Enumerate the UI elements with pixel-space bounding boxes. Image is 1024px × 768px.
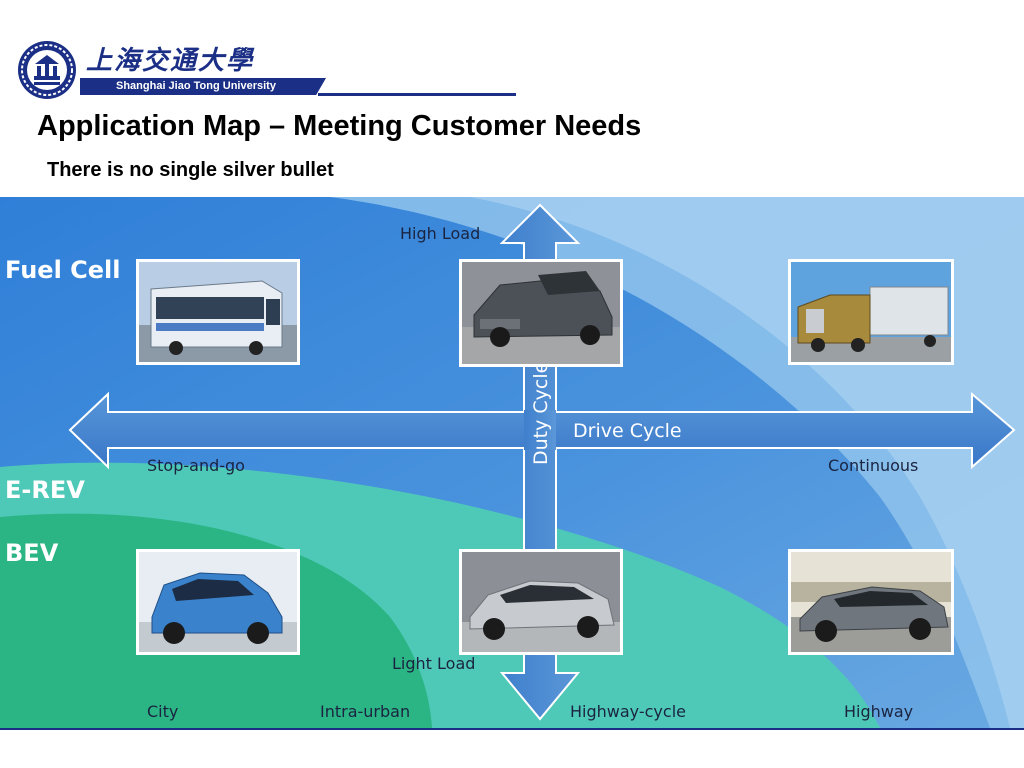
extended-range-sedan-photo — [459, 549, 623, 655]
application-map-diagram: Fuel Cell E-REV BEV High Load Light Load… — [0, 197, 1024, 728]
zone-label-erev: E-REV — [5, 476, 85, 504]
axis-label-drive-cycle: Drive Cycle — [573, 420, 682, 442]
highway-sedan-photo — [788, 549, 954, 655]
duty-cycle-arrow — [499, 203, 581, 721]
scale-label-highway: Highway — [844, 702, 913, 721]
zone-label-bev: BEV — [5, 539, 59, 567]
footer-rule — [0, 728, 1024, 730]
small-hatchback-photo — [136, 549, 300, 655]
university-name-banner — [80, 78, 326, 95]
axis-label-light-load: Light Load — [392, 654, 475, 673]
page-title: Application Map – Meeting Customer Needs — [37, 110, 642, 142]
scale-label-city: City — [147, 702, 178, 721]
bus-photo — [136, 259, 300, 365]
semi-truck-photo — [788, 259, 954, 365]
university-emblem-icon — [18, 41, 76, 99]
zone-label-fuel-cell: Fuel Cell — [5, 256, 121, 284]
pickup-truck-photo — [459, 259, 623, 367]
axis-label-duty-cycle: Duty Cycle — [530, 362, 552, 465]
scale-label-intra-urban: Intra-urban — [320, 702, 410, 721]
axis-label-continuous: Continuous — [828, 456, 918, 475]
university-name-english: Shanghai Jiao Tong University — [116, 80, 276, 92]
axis-label-high-load: High Load — [400, 224, 480, 243]
page-subtitle: There is no single silver bullet — [47, 159, 334, 181]
axis-label-stop-and-go: Stop-and-go — [147, 456, 245, 475]
header-rule — [318, 93, 516, 96]
university-name-chinese: 上海交通大學 — [86, 46, 255, 76]
scale-label-highway-cycle: Highway-cycle — [570, 702, 686, 721]
